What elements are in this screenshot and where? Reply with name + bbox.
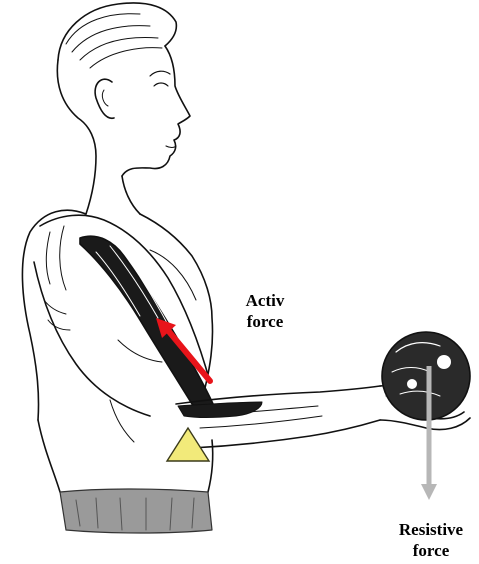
resistive-force-label: Resistive force <box>385 519 477 561</box>
fulcrum-triangle <box>167 428 209 461</box>
biceps-muscle <box>80 236 214 409</box>
ball <box>382 332 470 420</box>
active-force-label-line1: Activ <box>232 290 298 311</box>
active-force-label: Activ force <box>232 290 298 332</box>
active-force-label-line2: force <box>232 311 298 332</box>
resistive-force-label-line2: force <box>385 540 477 561</box>
trousers <box>60 489 212 533</box>
head <box>57 3 190 214</box>
resistive-force-label-line1: Resistive <box>385 519 477 540</box>
